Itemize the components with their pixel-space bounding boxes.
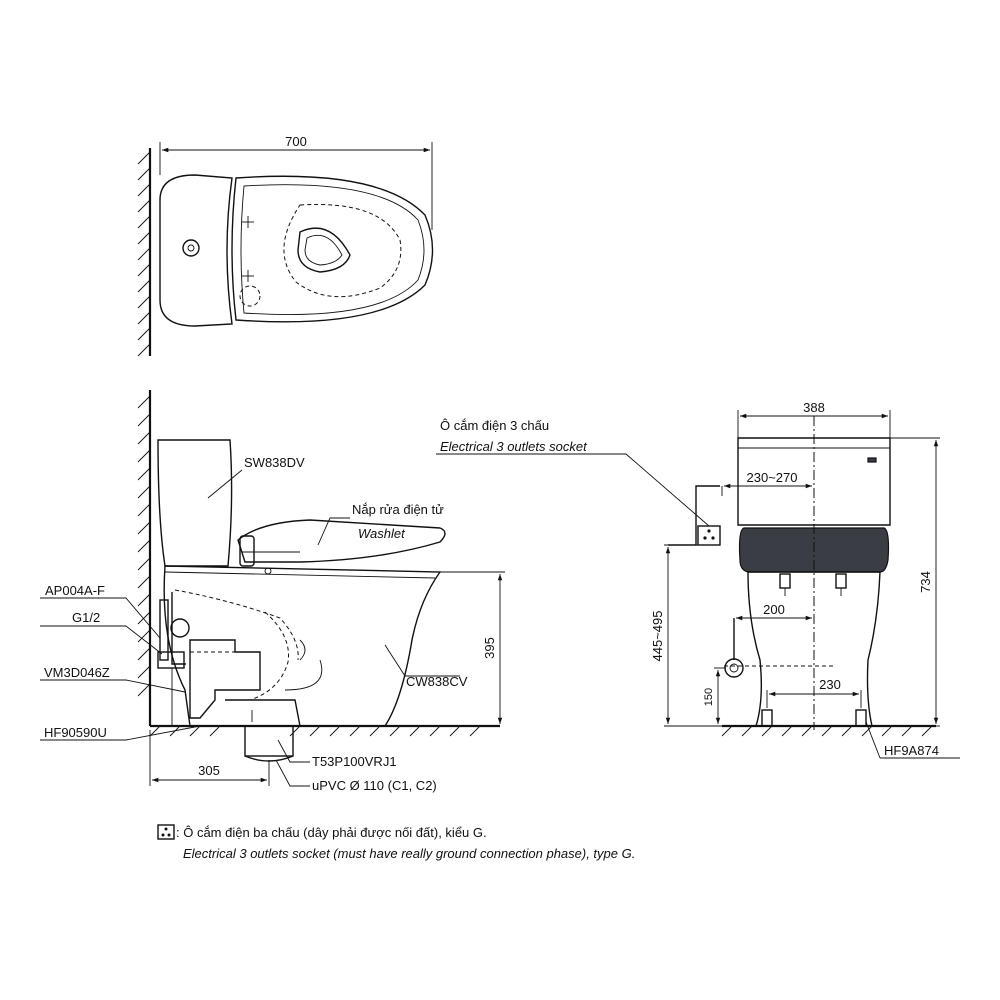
dim-outlet-height: 445~495 (650, 611, 665, 662)
side-supply-pipe (171, 592, 186, 665)
top-view: 700 (137, 134, 434, 357)
dim-outlet-range: 230~270 (747, 470, 798, 485)
side-trapway (174, 589, 299, 701)
front-floor-hatch (721, 725, 933, 737)
label-socket-vi: Ô cắm điện 3 chấu (440, 418, 549, 433)
front-bolt-left (761, 709, 773, 727)
label-hose: AP004A-F (45, 583, 105, 598)
dim-supply-offset: 200 (763, 602, 785, 617)
front-supply-valve-icon (724, 658, 744, 678)
side-tank (157, 439, 233, 567)
top-lid-outline (231, 175, 434, 323)
side-floor-hatch (149, 725, 481, 737)
legend-en: Electrical 3 outlets socket (must have r… (183, 846, 635, 861)
top-bowl-drain (297, 227, 351, 273)
label-drain: T53P100VRJ1 (312, 754, 397, 769)
dim-top-width: 700 (285, 134, 307, 149)
dim-supply-height: 150 (703, 688, 715, 706)
side-wall-hatch (137, 395, 151, 697)
side-washlet-hinge (239, 535, 255, 567)
front-bowl (747, 571, 881, 727)
label-washlet-en: Washlet (358, 526, 406, 541)
outlet-socket-icon (157, 824, 175, 840)
dim-front-height: 734 (918, 571, 933, 593)
top-bowl-rim (283, 203, 402, 298)
legend-vi: : Ô cắm điện ba chấu (dây phải được nối … (176, 825, 487, 840)
front-view: 388 230~270 734 445~495 200 150 230 (436, 400, 960, 759)
label-socket-en: Electrical 3 outlets socket (440, 439, 588, 454)
label-valve: VM3D046Z (44, 665, 110, 680)
legend: : Ô cắm điện ba chấu (dây phải được nối … (157, 824, 635, 861)
label-flange: HF90590U (44, 725, 107, 740)
dim-bolt-spacing: 230 (819, 677, 841, 692)
label-pipe: uPVC Ø 110 (C1, C2) (312, 778, 437, 793)
flush-button-icon (182, 239, 200, 257)
valve-handle-icon (170, 618, 190, 638)
side-flange (189, 639, 261, 719)
side-valve-body (157, 651, 185, 669)
side-washlet (237, 519, 446, 563)
side-view: 395 305 (40, 390, 505, 787)
label-washlet-vi: Nắp rửa điện tử (352, 502, 444, 517)
top-wall-hatch (137, 151, 151, 357)
front-bolt-right (855, 709, 867, 727)
label-bowl: CW838CV (406, 674, 468, 689)
top-tank (159, 174, 233, 327)
dim-wall-to-drain: 305 (198, 763, 220, 778)
side-bowl (163, 565, 442, 727)
front-tank (737, 437, 891, 526)
top-supply-point (239, 285, 261, 307)
labels: SW838DV Nắp rửa điện tử Washlet CW838CV … (44, 418, 939, 793)
dim-side-height: 395 (482, 637, 497, 659)
label-bolt: HF9A874 (884, 743, 939, 758)
label-tank: SW838DV (244, 455, 305, 470)
dim-front-width: 388 (803, 400, 825, 415)
side-drain-pipe (244, 725, 294, 757)
label-thread: G1/2 (72, 610, 100, 625)
front-socket-box (697, 525, 721, 546)
